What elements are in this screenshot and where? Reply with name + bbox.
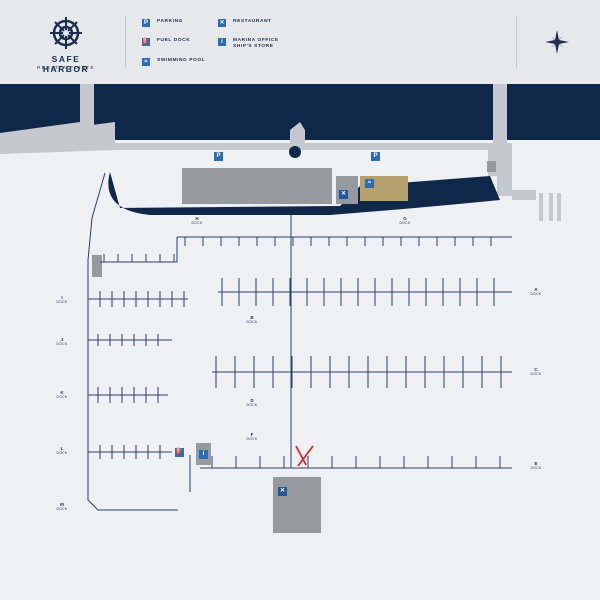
x-mark-icon <box>295 445 314 467</box>
dock-label-j: J <box>60 337 64 342</box>
header-divider-left <box>125 16 126 68</box>
dock-word: DOCK <box>530 466 542 470</box>
parking-icon[interactable]: P <box>371 152 380 161</box>
info-icon: i <box>218 38 226 46</box>
legend-item-fuel: ⛽ FUEL DOCK <box>142 38 190 46</box>
land-strip <box>0 122 512 196</box>
dock-label-a: A <box>534 287 538 292</box>
dock-label-f: F <box>250 432 254 437</box>
info-icon[interactable]: i <box>199 450 208 459</box>
land-peninsula <box>0 126 600 600</box>
legend-label: PARKING <box>157 19 183 24</box>
dock-structures <box>87 172 512 511</box>
east-jetty <box>512 190 536 200</box>
legend-item-parking: P PARKING <box>142 19 183 27</box>
safe-harbor-logo-icon <box>50 17 82 49</box>
brand-name: SAFE HARBOR <box>42 54 90 74</box>
parking-icon[interactable]: P <box>214 152 223 161</box>
header-bar <box>0 0 600 84</box>
dock-word: DOCK <box>530 372 542 376</box>
fuel-pump-icon[interactable]: ⛽ <box>175 448 184 457</box>
building-main <box>182 168 332 204</box>
dock-word: DOCK <box>56 395 68 399</box>
header-divider-right <box>516 16 517 68</box>
restaurant-icon: ✕ <box>218 19 226 27</box>
restaurant-icon[interactable]: ✕ <box>278 487 287 496</box>
dock-word: DOCK <box>246 320 258 324</box>
compass-rose-icon <box>545 30 569 54</box>
dock-word: DOCK <box>191 221 203 225</box>
east-pier-1 <box>539 193 543 221</box>
dock-label-e: E <box>534 461 538 466</box>
dock-word: DOCK <box>530 292 542 296</box>
slip-fingers <box>97 237 502 468</box>
dock-label-i: I <box>61 295 63 300</box>
shore-path <box>87 172 178 511</box>
roundabout <box>289 146 301 158</box>
east-pier-2 <box>549 193 553 221</box>
dock-label-c: C <box>534 367 538 372</box>
you-are-here-marker <box>295 445 314 467</box>
brand-subtitle: REGATTA POINTE <box>37 65 95 70</box>
legend-label: FUEL DOCK <box>157 38 191 43</box>
dock-label-l: L <box>60 446 64 451</box>
dock-label-h: H <box>195 216 199 221</box>
dock-word: DOCK <box>246 437 258 441</box>
legend-item-pool: ≈ SWIMMING POOL <box>142 58 205 66</box>
dock-label-k: K <box>60 390 64 395</box>
dock-label-b: B <box>250 315 254 320</box>
dock-word: DOCK <box>56 451 68 455</box>
inner-basin <box>108 172 500 215</box>
legend-label: RESTAURANT <box>233 19 272 24</box>
dock-label-m: M <box>60 502 64 507</box>
east-pier-3 <box>557 193 561 221</box>
dock-word: DOCK <box>399 221 411 225</box>
shed <box>487 161 496 172</box>
legend-item-marina-office: i MARINA OFFICE SHIP'S STORE <box>218 38 295 50</box>
swimming-pool-icon: ≈ <box>142 58 150 66</box>
swimming-pool-icon[interactable]: ≈ <box>365 179 374 188</box>
legend-label: SWIMMING POOL <box>157 58 206 63</box>
restaurant-icon[interactable]: ✕ <box>339 190 348 199</box>
legend-label: MARINA OFFICE SHIP'S STORE <box>233 38 279 49</box>
dock-word: DOCK <box>56 342 68 346</box>
dock-word: DOCK <box>246 403 258 407</box>
legend-item-restaurant: ✕ RESTAURANT <box>218 19 272 27</box>
boat-storage <box>92 255 102 277</box>
restaurant-building <box>273 477 321 533</box>
fuel-pump-icon: ⛽ <box>142 38 150 46</box>
dock-word: DOCK <box>56 300 68 304</box>
causeway-right <box>493 84 507 144</box>
dock-h-west <box>100 237 178 263</box>
dock-label-d: D <box>250 398 254 403</box>
causeway-left <box>80 84 94 126</box>
dock-word: DOCK <box>56 507 68 511</box>
parking-icon: P <box>142 19 150 27</box>
dock-label-g: G <box>403 216 407 221</box>
